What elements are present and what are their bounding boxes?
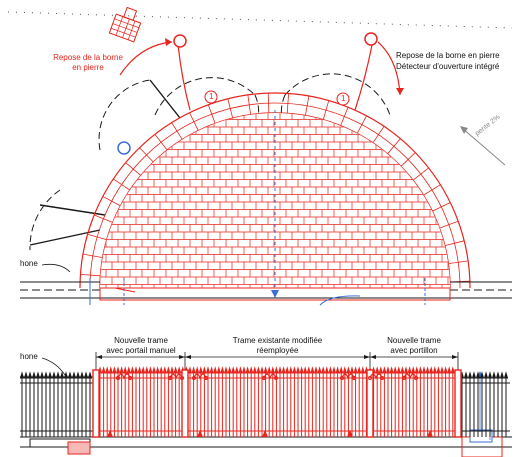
leader-phone-lower — [41, 357, 66, 376]
voussoir-joint — [189, 112, 199, 131]
voussoir-joint — [439, 220, 459, 229]
voussoir-joint — [322, 100, 330, 120]
bollard-symbol — [108, 6, 142, 43]
marker-1-left — [204, 90, 218, 104]
marker-1-right — [336, 92, 350, 106]
bay-right-label: Nouvelle trame avec portillon — [370, 336, 458, 356]
voussoir-joint — [125, 162, 142, 176]
arch-voussoirs — [80, 93, 470, 283]
blue-marker-left — [117, 141, 131, 155]
voussoir-joint — [94, 214, 113, 223]
voussoir-joint — [207, 104, 216, 124]
bollard-circle-right — [364, 32, 378, 46]
existing-railing-left — [19, 371, 94, 437]
bay-right-line2: avec portillon — [390, 346, 438, 355]
phone-label-lower: hone — [20, 352, 38, 361]
right-note-line1: Repose de la borne en pierre — [396, 51, 500, 60]
voussoir-joint — [400, 152, 416, 167]
slope-arrow — [461, 127, 506, 166]
ground-lines — [20, 278, 512, 306]
marker-1-right-label: 1 — [341, 94, 346, 103]
gate-posts — [92, 369, 462, 438]
dimension-arrows — [96, 355, 458, 359]
voussoir-joint — [113, 178, 131, 191]
voussoir-joint — [432, 202, 451, 212]
voussoir-joint — [82, 253, 103, 259]
bay-right-line1: Nouvelle trame — [387, 336, 441, 345]
voussoir-joint — [423, 184, 441, 196]
voussoir-joint — [102, 196, 121, 207]
bay-left-line1: Nouvelle trame — [114, 336, 168, 345]
voussoir-joint — [412, 167, 429, 181]
new-gate-swing-arcs — [119, 41, 401, 111]
voussoir-joint — [87, 233, 107, 241]
hatched-footing-left — [67, 441, 91, 455]
railings — [19, 366, 510, 438]
voussoir-joint — [356, 115, 367, 134]
base-markers — [107, 430, 433, 437]
property-line-dotted — [7, 11, 513, 29]
finial-ornaments — [115, 373, 419, 381]
voussoir-joint — [247, 94, 252, 115]
bay-middle-line1: Trame existante modifiée — [232, 336, 323, 345]
voussoir-joint — [340, 107, 349, 126]
voussoir-joint — [444, 240, 465, 247]
voussoir-joint — [267, 93, 270, 114]
bay-middle-label: Trame existante modifiée réemployée — [185, 336, 370, 356]
bay-left-line2: avec portail manuel — [106, 346, 176, 355]
phone-label-upper: hone — [20, 259, 38, 268]
marker-1-left-label: 1 — [209, 92, 214, 101]
left-note-label: Repose de la borne en pierre — [50, 53, 126, 73]
leader-phone-upper — [41, 263, 71, 273]
footing-right — [469, 429, 493, 443]
bay-left-label: Nouvelle trame avec portail manuel — [96, 336, 186, 356]
slope-arrowhead — [460, 126, 468, 134]
voussoir-joint — [80, 273, 101, 277]
voussoir-joint — [227, 98, 234, 119]
voussoir-joint — [171, 122, 183, 140]
axis-arrow — [271, 290, 279, 298]
existing-railing-right — [459, 371, 510, 437]
voussoir-joint — [139, 147, 154, 163]
voussoir-joint — [387, 138, 401, 155]
arrowheads — [165, 38, 404, 95]
right-note-line2: Détecteur d'ouverture intégré — [396, 62, 500, 71]
bay-middle-line2: réemployée — [256, 346, 299, 355]
voussoir-joint — [372, 126, 385, 144]
voussoir-joint — [154, 134, 168, 151]
bollard-circle-left — [173, 34, 187, 48]
left-note-text: Repose de la borne en pierre — [53, 53, 123, 72]
voussoir-joint — [448, 260, 469, 265]
voussoir-joint — [286, 93, 290, 114]
voussoir-joint — [304, 95, 310, 116]
